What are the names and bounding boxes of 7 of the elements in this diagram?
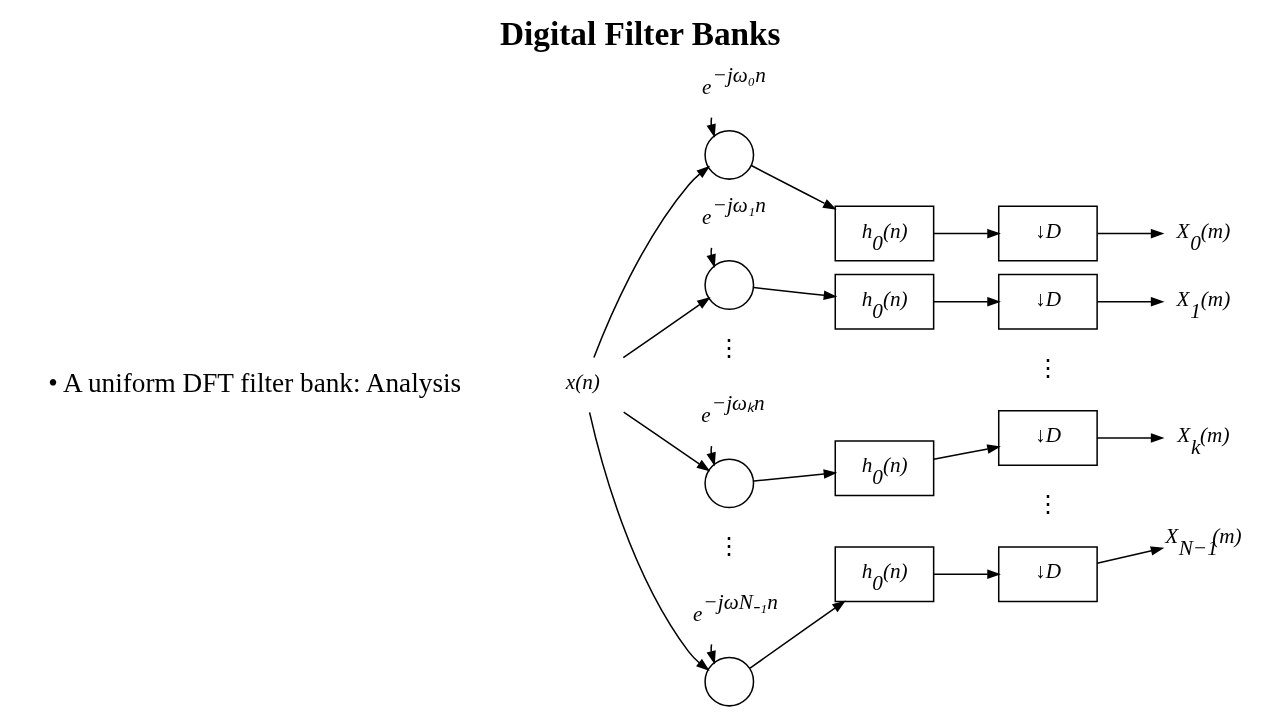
label: ⋮ xyxy=(717,333,742,361)
label: ⋮ xyxy=(1035,353,1060,381)
label: ⋮ xyxy=(717,532,742,560)
diagram-title: Digital Filter Banks xyxy=(499,15,781,53)
node-text: x(n) xyxy=(565,370,600,395)
label: ⋮ xyxy=(1035,489,1060,517)
label: • A uniform DFT filter bank: Analysis xyxy=(48,367,462,398)
